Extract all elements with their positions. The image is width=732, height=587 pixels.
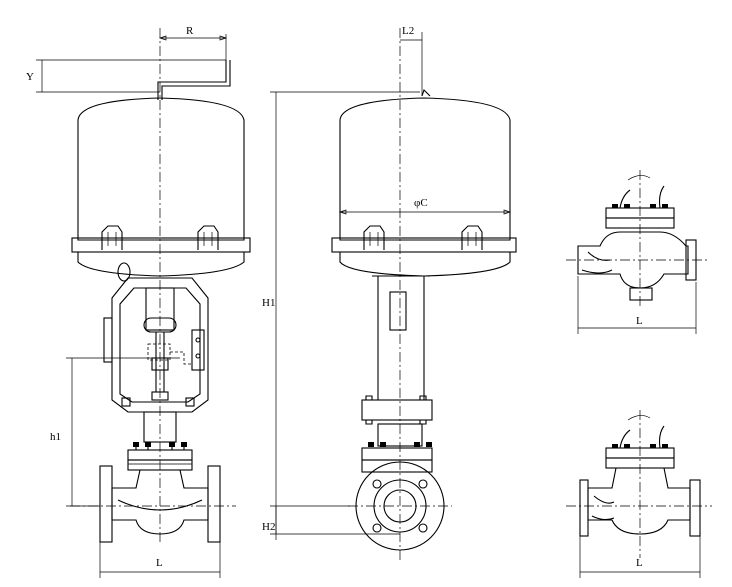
front-dimensions <box>36 34 228 578</box>
dim-l-side-top-label: L <box>636 315 643 327</box>
dim-y-label: Y <box>26 71 34 83</box>
front-view <box>71 60 251 543</box>
alt-top-dimension <box>577 276 697 334</box>
dim-l-side-bottom-label: L <box>636 557 643 569</box>
dim-phi-c-label: φC <box>414 197 428 209</box>
front-valve-body <box>111 469 209 535</box>
dim-h2-label: H2 <box>262 521 275 533</box>
front-actuator-cover <box>77 97 245 241</box>
side-actuator-cover <box>339 97 511 241</box>
dim-h1-small-label: h1 <box>50 431 61 443</box>
side-view <box>331 88 517 551</box>
alt-bottom-dimension <box>579 536 701 578</box>
dim-h1-label: H1 <box>262 297 275 309</box>
side-dimensions <box>270 32 512 540</box>
dim-l-front-label: L <box>156 557 163 569</box>
alt-body-view-top <box>577 175 697 301</box>
dim-r-label: R <box>186 25 194 37</box>
dim-l2-label: L2 <box>402 25 414 37</box>
